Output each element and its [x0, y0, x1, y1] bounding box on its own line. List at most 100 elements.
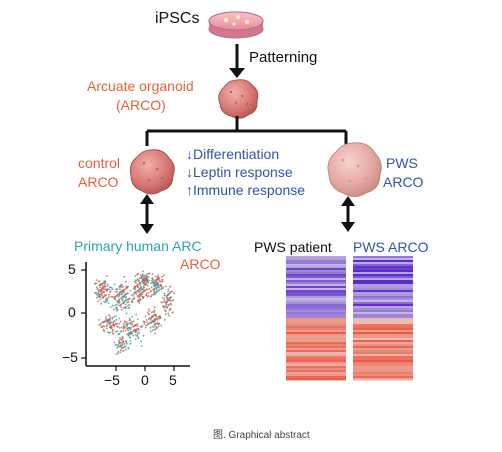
umap-point	[118, 292, 121, 295]
heatmap-row	[353, 336, 413, 339]
effect-differentiation: ↓Differentiation	[186, 145, 305, 163]
umap-point	[158, 278, 160, 281]
umap-point	[157, 325, 160, 328]
heatmap-row	[353, 322, 413, 325]
umap-point	[119, 341, 122, 344]
umap-point	[97, 292, 100, 294]
umap-point	[151, 293, 154, 296]
umap-point	[134, 329, 137, 331]
umap-point	[149, 326, 152, 329]
umap-point	[126, 298, 129, 301]
umap-point	[159, 283, 162, 286]
umap-point	[153, 306, 156, 309]
umap-point	[158, 316, 160, 318]
umap-point	[126, 301, 128, 303]
heatmap-row	[353, 300, 413, 303]
umap-point	[142, 270, 145, 273]
umap-point	[127, 285, 130, 288]
umap-point	[135, 279, 138, 282]
umap-point	[154, 275, 157, 278]
umap-point	[143, 274, 146, 277]
umap-point	[108, 286, 111, 289]
umap-point	[121, 296, 124, 299]
umap-point	[128, 317, 131, 320]
umap-point	[146, 321, 148, 324]
umap-point	[132, 295, 135, 297]
umap-point	[167, 312, 170, 315]
umap-point	[123, 295, 125, 297]
umap-point	[159, 280, 161, 283]
umap-point	[142, 280, 145, 282]
heatmap-row	[353, 356, 413, 359]
umap-point	[103, 280, 106, 283]
umap-point	[121, 346, 124, 349]
umap-point	[105, 288, 107, 291]
umap-point	[125, 321, 128, 323]
umap-point	[122, 301, 125, 303]
umap-point	[108, 323, 111, 326]
umap-point	[107, 320, 109, 323]
umap-point	[118, 339, 121, 341]
heatmap-row	[353, 352, 413, 355]
umap-point	[99, 295, 102, 298]
umap-point	[124, 306, 126, 309]
heatmap-row	[286, 288, 346, 291]
heatmap-row	[353, 342, 413, 345]
umap-point	[113, 308, 115, 311]
umap-point	[148, 287, 151, 290]
umap-point	[162, 274, 165, 277]
umap-point	[154, 322, 157, 325]
umap-point	[133, 280, 136, 283]
umap-point	[129, 340, 132, 343]
umap-point	[173, 292, 176, 295]
umap-point	[112, 322, 115, 324]
umap-point	[150, 286, 153, 288]
umap-point	[155, 287, 158, 289]
umap-point	[168, 314, 171, 317]
umap-point	[155, 313, 157, 316]
umap-point	[125, 285, 128, 288]
heatmap-row	[353, 264, 413, 267]
umap-point	[160, 324, 163, 327]
heatmap-row	[286, 328, 346, 331]
umap-point	[151, 273, 154, 276]
umap-point	[107, 322, 110, 324]
umap-point	[170, 296, 173, 298]
heatmap-row	[286, 334, 346, 337]
umap-point	[157, 274, 160, 276]
umap-point	[151, 281, 154, 283]
umap-point	[136, 325, 139, 327]
effect-immune: ↑Immune response	[186, 181, 305, 199]
umap-point	[147, 313, 150, 315]
umap-point	[140, 340, 142, 343]
umap-point	[122, 288, 125, 291]
umap-point	[136, 284, 139, 286]
heatmap-row	[286, 352, 346, 355]
umap-point	[138, 290, 141, 293]
control-organoid-icon	[129, 149, 175, 195]
heatmap-row	[353, 290, 413, 293]
heatmap-row	[286, 294, 346, 297]
heatmap-row	[286, 296, 346, 299]
umap-point	[110, 306, 112, 308]
pws-organoid-icon	[327, 142, 382, 197]
heatmap-row	[286, 284, 346, 287]
umap-point	[115, 315, 117, 317]
umap-point	[115, 322, 117, 325]
umap-point	[155, 288, 158, 291]
heatmap-row	[286, 274, 346, 277]
umap-point	[123, 290, 125, 293]
heatmap-row	[353, 366, 413, 369]
heatmap-row	[286, 364, 346, 367]
umap-point	[148, 317, 151, 320]
umap-point	[100, 290, 103, 292]
umap-point	[115, 353, 118, 355]
umap-point	[113, 325, 116, 328]
control-label-line1: control	[78, 155, 121, 171]
umap-point	[122, 337, 124, 340]
umap-point	[118, 304, 120, 307]
umap-point	[135, 281, 137, 284]
umap-point	[146, 278, 149, 281]
umap-point	[143, 289, 146, 292]
umap-point	[137, 299, 140, 302]
